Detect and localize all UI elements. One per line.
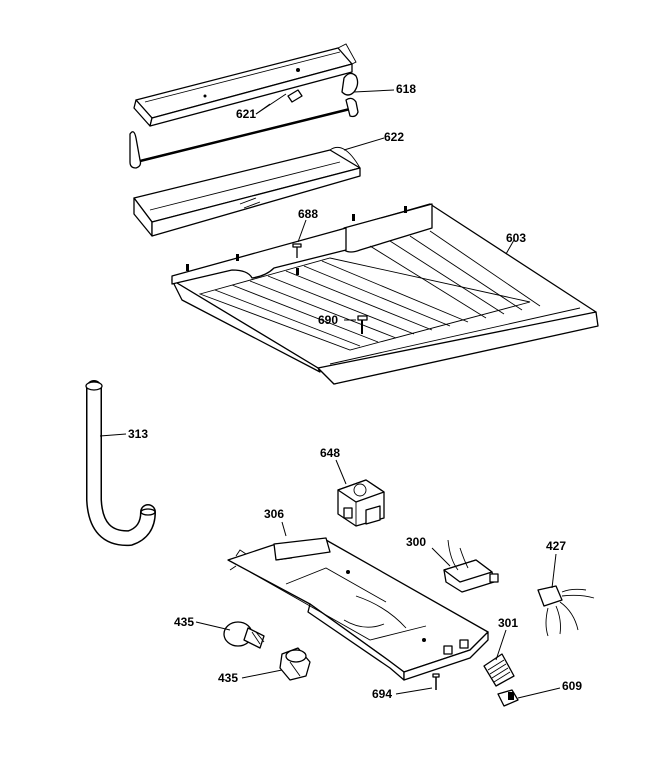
callout-300: 300 <box>406 535 426 549</box>
screw-688-icon <box>292 243 302 258</box>
callout-435-bulb: 435 <box>174 615 194 629</box>
shelf-ribs <box>214 230 541 347</box>
screw-694-icon <box>432 673 440 690</box>
callout-648: 648 <box>320 446 340 460</box>
callout-435-socket: 435 <box>218 671 238 685</box>
callout-306: 306 <box>264 507 284 521</box>
clip-part <box>497 689 519 707</box>
shelf-pan-part <box>171 203 599 385</box>
cover-bar-part <box>133 43 359 127</box>
timer-part <box>337 479 385 527</box>
callout-622: 622 <box>384 130 404 144</box>
callout-609: 609 <box>562 679 582 693</box>
tray-part <box>133 146 361 237</box>
callout-603: 603 <box>506 231 526 245</box>
rod-part <box>129 97 359 169</box>
housing-part <box>227 537 489 681</box>
callout-618: 618 <box>396 82 416 96</box>
callout-427: 427 <box>546 539 566 553</box>
drain-tube-part <box>85 380 156 547</box>
bulb-part <box>223 621 265 649</box>
switch-part <box>443 539 499 593</box>
socket-part <box>279 647 311 681</box>
callout-694: 694 <box>372 687 392 701</box>
callout-690: 690 <box>318 313 338 327</box>
callout-621: 621 <box>236 107 256 121</box>
leader-lines <box>99 89 561 699</box>
callout-301: 301 <box>498 616 518 630</box>
spring-part <box>483 653 515 687</box>
screw-690-icon <box>357 315 368 334</box>
connector-part <box>537 585 595 637</box>
callout-688: 688 <box>298 207 318 221</box>
callout-313: 313 <box>128 427 148 441</box>
callout-labels: 618 621 622 688 603 690 313 648 306 300 … <box>128 82 582 701</box>
